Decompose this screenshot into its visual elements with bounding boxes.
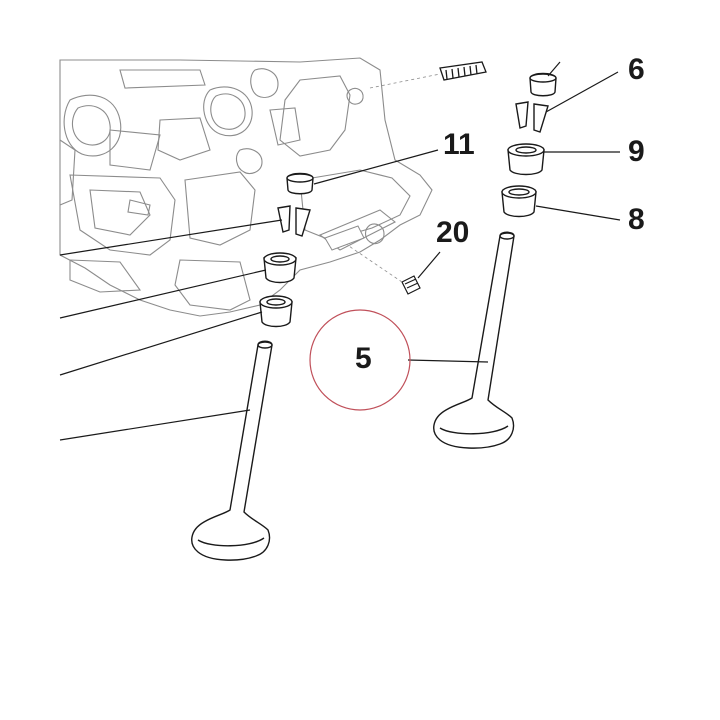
callout-highlight-circle [309,309,411,411]
callout-6: 6 [628,53,645,86]
callout-11: 11 [443,128,475,161]
callout-9: 9 [628,135,645,168]
callout-5: 5 [355,342,372,375]
callout-8: 8 [628,203,645,236]
stud-bolt [369,61,487,89]
left-valve-assembly [191,172,314,561]
leader-lines [59,61,621,441]
cylinder-head-casting [59,57,433,317]
callout-20: 20 [436,216,470,249]
right-valve-assembly [433,72,557,449]
set-screw [324,225,421,295]
